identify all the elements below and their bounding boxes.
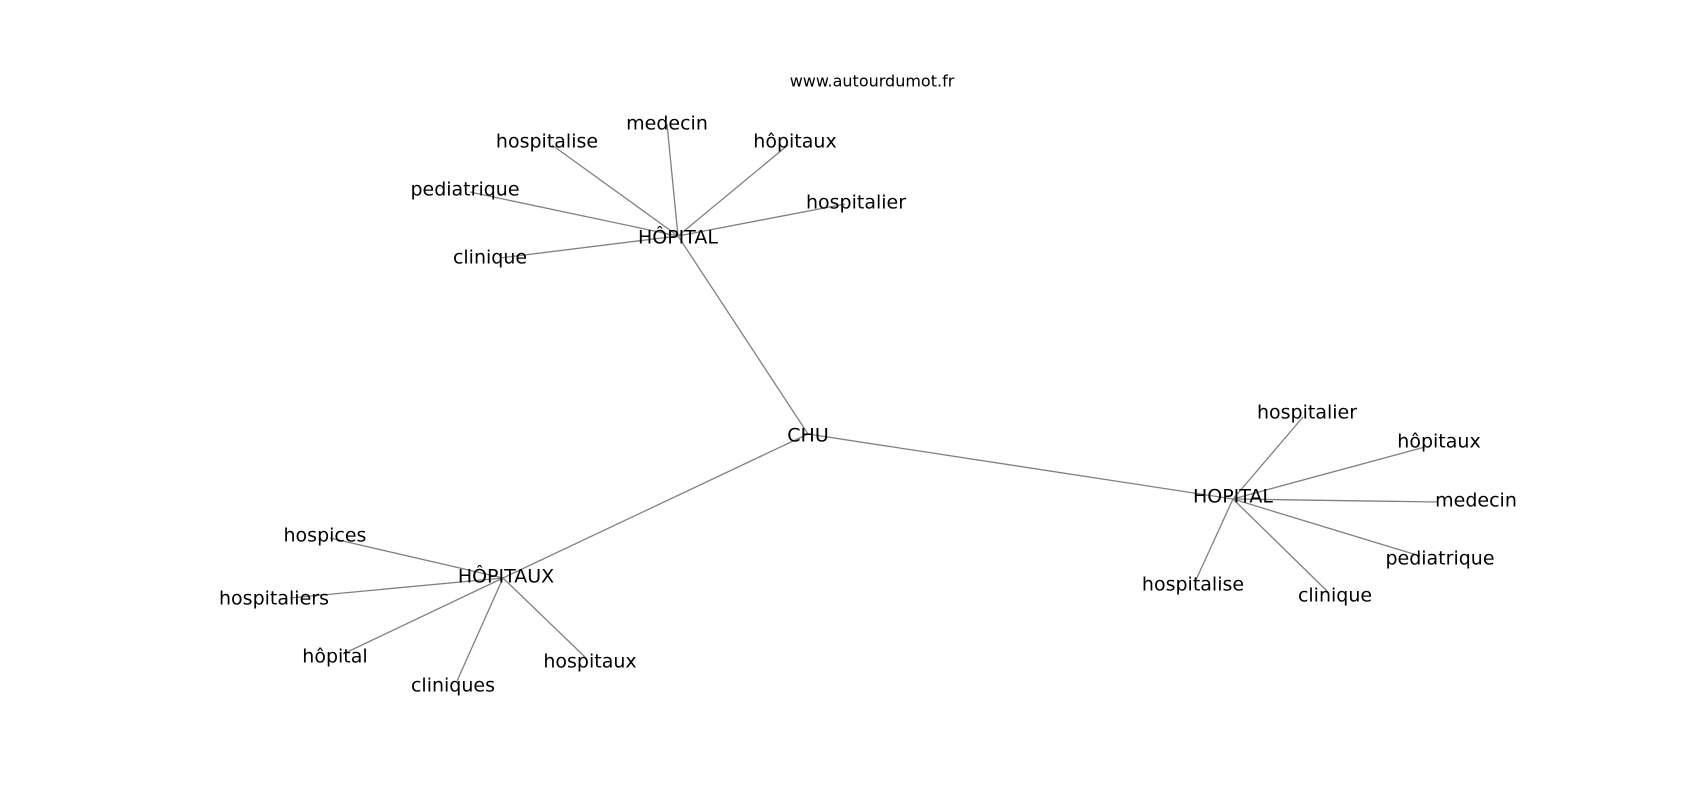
node-h3-cliniques[interactable]: cliniques — [411, 675, 495, 697]
node-hopital-circ[interactable]: HÔPITAL — [638, 225, 718, 249]
node-h1-hospitalise[interactable]: hospitalise — [496, 131, 598, 153]
node-h1-hopitaux[interactable]: hôpitaux — [753, 131, 836, 153]
node-hopital-caps[interactable]: HOPITAL — [1193, 486, 1273, 508]
edge-layer — [289, 123, 1438, 682]
edge-chu-hopital_caps — [807, 433, 1234, 500]
node-h2-clinique[interactable]: clinique — [1298, 585, 1372, 607]
edge-hopital_caps-h2_hospitalise — [1194, 498, 1234, 583]
node-h1-pediatrique[interactable]: pediatrique — [410, 179, 519, 201]
site-watermark: www.autourdumot.fr — [790, 72, 955, 91]
edge-hopitaux_circ-h3_hopital — [342, 577, 504, 655]
node-h2-pediatrique[interactable]: pediatrique — [1385, 548, 1494, 570]
node-h2-medecin[interactable]: medecin — [1435, 490, 1517, 512]
node-h3-hopital[interactable]: hôpital — [302, 646, 367, 668]
node-chu[interactable]: CHU — [787, 425, 828, 447]
node-h1-clinique[interactable]: clinique — [453, 247, 527, 269]
edge-hopital_circ-h1_hospitalier — [677, 203, 846, 237]
edge-hopital_circ-h1_pediatrique — [469, 191, 679, 237]
node-h1-medecin[interactable]: medecin — [626, 113, 708, 135]
node-h3-hospitaux[interactable]: hospitaux — [543, 651, 636, 673]
node-h3-hospices[interactable]: hospices — [284, 525, 367, 547]
node-h2-hospitalier[interactable]: hospitalier — [1257, 402, 1357, 424]
node-hopitaux-circ[interactable]: HÔPITAUX — [458, 564, 554, 588]
edge-chu-hopitaux_circ — [502, 433, 809, 579]
edge-hopital_caps-h2_pediatrique — [1232, 498, 1421, 557]
edge-hopitaux_circ-h3_hospitaux — [502, 577, 586, 658]
edge-hopital_circ-h1_clinique — [499, 235, 679, 259]
node-h2-hospitalise[interactable]: hospitalise — [1142, 574, 1244, 596]
node-layer: CHU HÔPITAL HOPITAL HÔPITAUX medecin hospital… — [219, 113, 1517, 697]
edge-hopital_caps-h2_clinique — [1232, 498, 1328, 592]
edge-hopital_caps-h2_hopitaux — [1232, 446, 1426, 500]
edge-hopital_circ-h1_medecin — [666, 123, 679, 237]
edge-hopital_circ-h1_hospitalise — [551, 144, 679, 237]
edge-chu-hopital_circ — [677, 235, 809, 435]
node-h1-hospitalier[interactable]: hospitalier — [806, 192, 906, 214]
node-h2-hopitaux[interactable]: hôpitaux — [1397, 431, 1480, 453]
edge-hopitaux_circ-h3_hospices — [329, 537, 504, 579]
edge-hopital_caps-h2_hospitalier — [1232, 416, 1304, 500]
edge-hopitaux_circ-h3_hospitaliers — [289, 577, 504, 599]
node-h3-hospitaliers[interactable]: hospitaliers — [219, 588, 329, 610]
edge-hopital_circ-h1_hopitaux — [677, 144, 789, 237]
edge-hopitaux_circ-h3_cliniques — [456, 577, 504, 682]
edge-hopital_caps-h2_medecin — [1232, 498, 1438, 503]
